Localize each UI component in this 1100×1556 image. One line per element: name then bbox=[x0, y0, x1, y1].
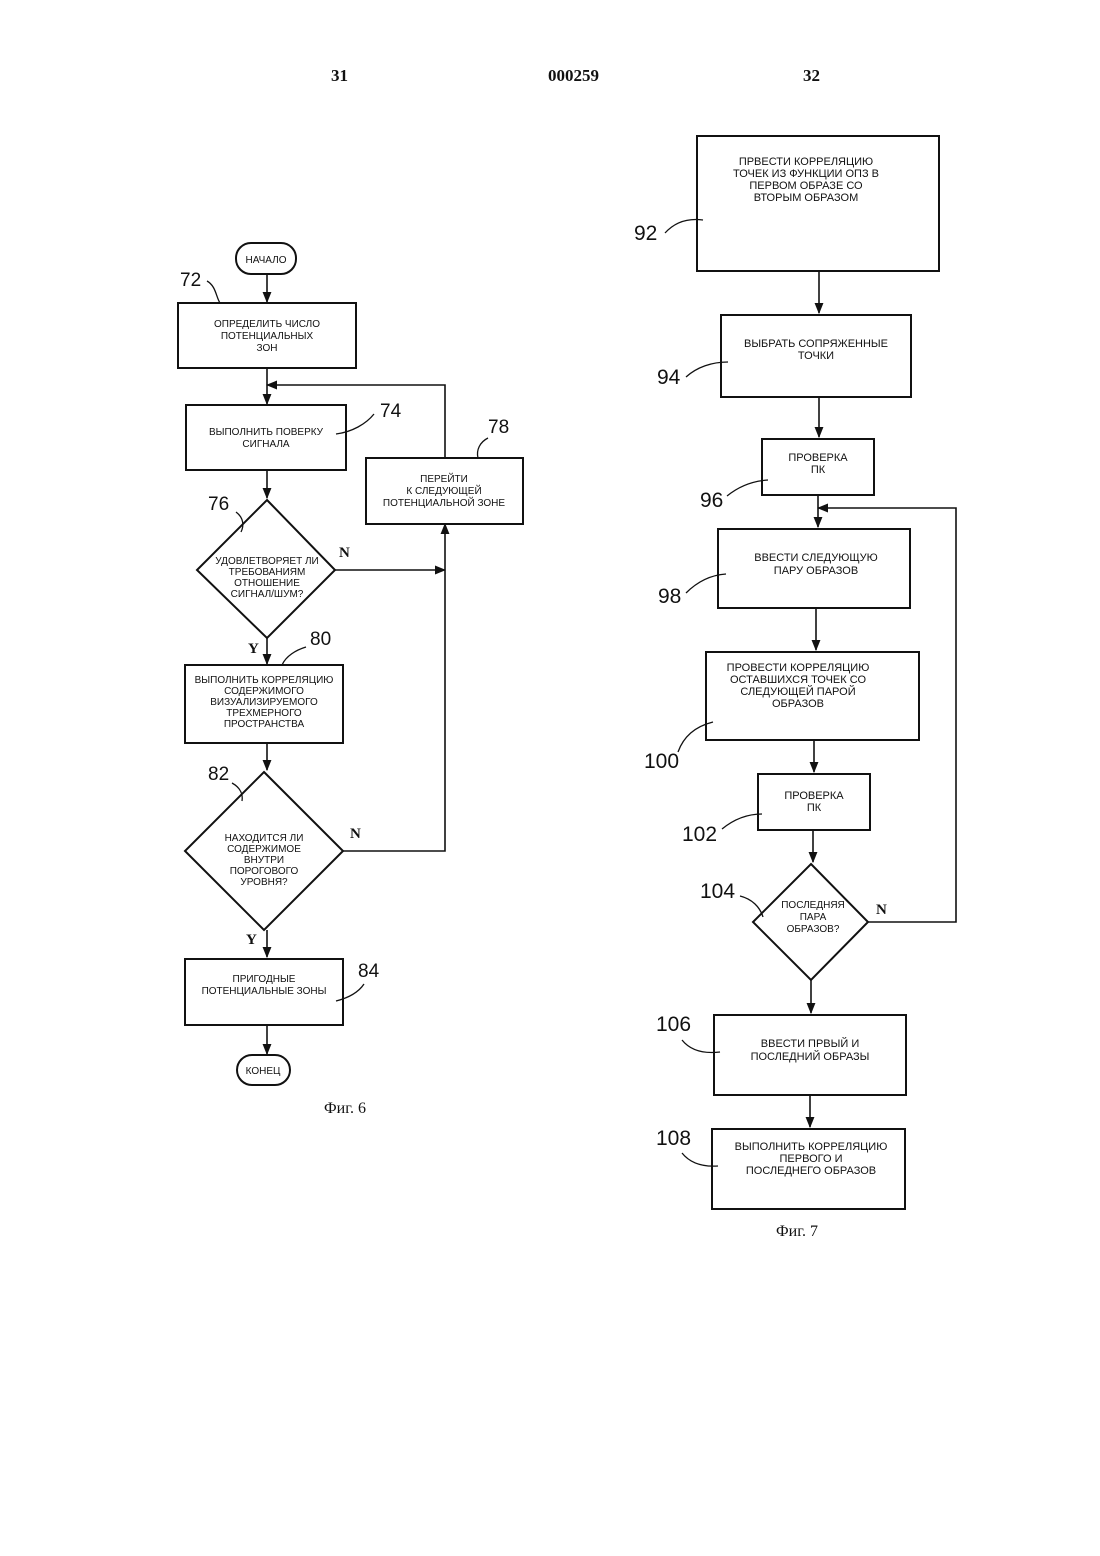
step-78-line-3: ПОТЕНЦИАЛЬНОЙ ЗОНЕ bbox=[383, 496, 505, 509]
leader-104 bbox=[740, 896, 763, 917]
step-108-line-3: ПОСЛЕДНЕГО ОБРАЗОВ bbox=[746, 1165, 876, 1177]
step-108-line-2: ПЕРВОГО И bbox=[780, 1153, 843, 1165]
step-80-line-4: ТРЕХМЕРНОГО bbox=[226, 708, 302, 719]
step-78-line-1: ПЕРЕЙТИ bbox=[420, 472, 468, 485]
step-80-line-1: ВЫПОЛНИТЬ КОРРЕЛЯЦИЮ bbox=[195, 675, 334, 686]
decision-82-yes-label: Y bbox=[246, 932, 257, 948]
decision-82-line-4: ПОРОГОВОГО bbox=[230, 866, 299, 877]
ref-80: 80 bbox=[310, 629, 331, 650]
decision-76-line-1: УДОВЛЕТВОРЯЕТ ЛИ bbox=[215, 556, 318, 567]
decision-76-no-label: N bbox=[339, 545, 350, 561]
step-102-line-1: ПРОВЕРКА bbox=[784, 790, 844, 802]
step-96-line-1: ПРОВЕРКА bbox=[788, 452, 848, 464]
ref-92: 92 bbox=[634, 222, 657, 245]
figure-7-caption: Фиг. 7 bbox=[776, 1223, 818, 1240]
ref-102: 102 bbox=[682, 823, 717, 846]
step-80-line-2: СОДЕРЖИМОГО bbox=[224, 686, 304, 697]
decision-104-line-2: ПАРА bbox=[800, 912, 827, 923]
decision-104-line-1: ПОСЛЕДНЯЯ bbox=[781, 900, 845, 911]
step-108-line-1: ВЫПОЛНИТЬ КОРРЕЛЯЦИЮ bbox=[735, 1141, 888, 1153]
decision-82-line-3: ВНУТРИ bbox=[244, 855, 284, 866]
step-80-line-5: ПРОСТРАНСТВА bbox=[224, 719, 305, 730]
step-102-line-2: ПК bbox=[807, 802, 822, 814]
connector-82-78-no bbox=[343, 524, 445, 851]
figure-6: НАЧАЛО ОПРЕДЕЛИТЬ ЧИСЛО ПОТЕНЦИАЛЬНЫХ ЗО… bbox=[178, 243, 523, 1117]
step-98-line-2: ПАРУ ОБРАЗОВ bbox=[774, 565, 858, 577]
ref-82: 82 bbox=[208, 764, 229, 785]
start-label: НАЧАЛО bbox=[245, 255, 286, 266]
step-92-line-2: ТОЧЕК ИЗ ФУНКЦИИ ОПЗ В bbox=[733, 168, 879, 180]
step-72-line-3: ЗОН bbox=[257, 343, 278, 354]
ref-84: 84 bbox=[358, 961, 380, 982]
decision-76-line-3: ОТНОШЕНИЕ bbox=[234, 578, 300, 589]
step-100-line-1: ПРОВЕСТИ КОРРЕЛЯЦИЮ bbox=[727, 662, 870, 674]
ref-108: 108 bbox=[656, 1127, 691, 1150]
step-72-line-2: ПОТЕНЦИАЛЬНЫХ bbox=[221, 331, 314, 342]
decision-76-line-2: ТРЕБОВАНИЯМ bbox=[229, 567, 306, 578]
ref-94: 94 bbox=[657, 366, 681, 389]
decision-82-line-5: УРОВНЯ? bbox=[240, 877, 288, 888]
decision-76-yes-label: Y bbox=[248, 641, 259, 657]
ref-96: 96 bbox=[700, 489, 723, 512]
step-106-line-2: ПОСЛЕДНИЙ ОБРАЗЫ bbox=[751, 1050, 870, 1063]
ref-78: 78 bbox=[488, 417, 509, 438]
step-98-line-1: ВВЕСТИ СЛЕДУЮЩУЮ bbox=[754, 552, 878, 564]
leader-72 bbox=[207, 281, 220, 303]
step-74-line-1: ВЫПОЛНИТЬ ПОВЕРКУ bbox=[209, 427, 324, 438]
decision-76-line-4: СИГНАЛ/ШУМ? bbox=[231, 589, 304, 600]
step-80-line-3: ВИЗУАЛИЗИРУЕМОГО bbox=[210, 697, 318, 708]
step-100-line-2: ОСТАВШИХСЯ ТОЧЕК СО bbox=[730, 674, 866, 686]
step-84-line-2: ПОТЕНЦИАЛЬНЫЕ ЗОНЫ bbox=[202, 986, 327, 997]
ref-74: 74 bbox=[380, 401, 402, 422]
leader-102 bbox=[722, 814, 762, 829]
decision-104-no-label: N bbox=[876, 902, 887, 918]
figure-6-caption: Фиг. 6 bbox=[324, 1100, 366, 1117]
leader-80 bbox=[282, 647, 306, 665]
step-92-line-1: ПРВЕСТИ КОРРЕЛЯЦИЮ bbox=[739, 156, 873, 168]
decision-104-line-3: ОБРАЗОВ? bbox=[787, 924, 840, 935]
step-92-line-3: ПЕРВОМ ОБРАЗЕ СО bbox=[749, 180, 863, 192]
leader-78 bbox=[477, 438, 488, 458]
step-72-line-1: ОПРЕДЕЛИТЬ ЧИСЛО bbox=[214, 319, 320, 330]
step-94-line-2: ТОЧКИ bbox=[798, 350, 834, 362]
step-100-line-3: СЛЕДУЮЩЕЙ ПАРОЙ bbox=[740, 685, 855, 698]
decision-82-line-1: НАХОДИТСЯ ЛИ bbox=[225, 833, 304, 844]
step-84-line-1: ПРИГОДНЫЕ bbox=[233, 974, 296, 985]
step-94-line-1: ВЫБРАТЬ СОПРЯЖЕННЫЕ bbox=[744, 338, 888, 350]
ref-104: 104 bbox=[700, 880, 735, 903]
ref-100: 100 bbox=[644, 750, 679, 773]
figure-7: ПРВЕСТИ КОРРЕЛЯЦИЮ ТОЧЕК ИЗ ФУНКЦИИ ОПЗ … bbox=[634, 136, 956, 1240]
step-100-line-4: ОБРАЗОВ bbox=[772, 698, 824, 710]
end-label: КОНЕЦ bbox=[246, 1066, 281, 1077]
step-92-line-4: ВТОРЫМ ОБРАЗОМ bbox=[754, 192, 859, 204]
ref-106: 106 bbox=[656, 1013, 691, 1036]
ref-98: 98 bbox=[658, 585, 681, 608]
decision-82-line-2: СОДЕРЖИМОЕ bbox=[227, 844, 301, 855]
decision-82-no-label: N bbox=[350, 826, 361, 842]
step-78-line-2: К СЛЕДУЮЩЕЙ bbox=[406, 484, 481, 497]
ref-72: 72 bbox=[180, 270, 201, 291]
step-106-line-1: ВВЕСТИ ПРВЫЙ И bbox=[761, 1037, 859, 1050]
step-96-line-2: ПК bbox=[811, 464, 826, 476]
step-74-line-2: СИГНАЛА bbox=[242, 439, 289, 450]
ref-76: 76 bbox=[208, 494, 229, 515]
